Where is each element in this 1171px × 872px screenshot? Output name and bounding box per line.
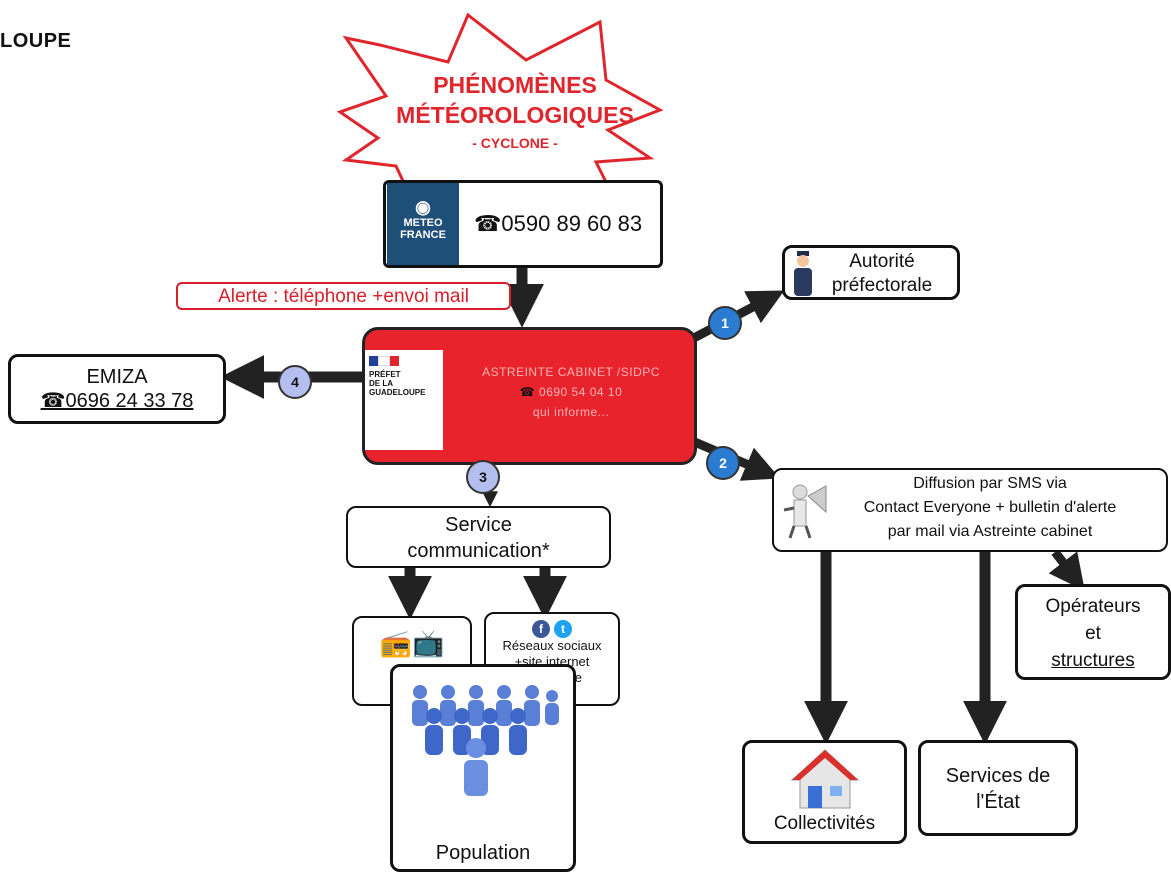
facebook-icon: f bbox=[532, 620, 550, 638]
phone-icon: ☎ bbox=[519, 385, 536, 399]
service-communication-box: Service communication* bbox=[346, 506, 611, 568]
cabinet-text: ASTREINTE CABINET /SIDPC ☎ 0690 54 04 10… bbox=[446, 362, 696, 422]
meteo-logo-icon: ◉ bbox=[415, 197, 431, 217]
services-etat-box: Services de l'État bbox=[918, 740, 1078, 836]
cabinet-informs: qui informe... bbox=[532, 405, 610, 419]
people-group-icon bbox=[412, 685, 559, 796]
emiza-phone: ☎0696 24 33 78 bbox=[40, 390, 194, 412]
radio-icon: 📻 bbox=[379, 628, 412, 658]
french-flag-icon bbox=[369, 356, 399, 366]
arrow-to-operateurs bbox=[1048, 549, 1085, 591]
meteo-france-logo: ◉ METEO FRANCE bbox=[387, 183, 459, 265]
tv-icon: 📺 bbox=[412, 628, 445, 658]
step-3-badge: 3 bbox=[466, 460, 500, 494]
prefet-logo: PRÉFET DE LA GUADELOUPE bbox=[365, 350, 443, 450]
step-1-badge: 1 bbox=[708, 306, 742, 340]
burst-line-3: - CYCLONE - bbox=[472, 135, 558, 151]
media-icons: 📻📺 bbox=[354, 628, 470, 658]
megaphone-person-icon bbox=[783, 484, 827, 539]
cabinet-title: ASTREINTE CABINET /SIDPC bbox=[482, 365, 660, 379]
alert-label: Alerte : téléphone +envoi mail bbox=[176, 282, 511, 310]
operateurs-box: Opérateurs et structures bbox=[1015, 584, 1171, 680]
collectivites-label: Collectivités bbox=[773, 813, 876, 834]
meteo-phone: ☎0590 89 60 83 bbox=[474, 211, 643, 236]
house-icon bbox=[790, 749, 860, 809]
twitter-icon: t bbox=[554, 620, 572, 638]
burst-line-1: PHÉNOMÈNES bbox=[433, 72, 597, 98]
phone-icon: ☎ bbox=[474, 211, 502, 236]
step-4-badge: 4 bbox=[278, 365, 312, 399]
burst-line-2: MÉTÉOROLOGIQUES bbox=[396, 102, 634, 128]
emiza-box: EMIZA ☎0696 24 33 78 bbox=[8, 354, 226, 424]
population-label: Population bbox=[435, 842, 531, 864]
header-fragment: LOUPE bbox=[0, 30, 72, 52]
phenomenes-title: PHÉNOMÈNES MÉTÉOROLOGIQUES - CYCLONE - bbox=[380, 72, 650, 152]
phone-icon: ☎ bbox=[40, 390, 66, 412]
emiza-title: EMIZA bbox=[86, 366, 148, 388]
diffusion-sms-box: Diffusion par SMS via Contact Everyone +… bbox=[772, 468, 1168, 552]
police-officer-icon bbox=[794, 251, 812, 296]
step-2-badge: 2 bbox=[706, 446, 740, 480]
cabinet-phone: ☎ 0690 54 04 10 bbox=[519, 385, 623, 399]
